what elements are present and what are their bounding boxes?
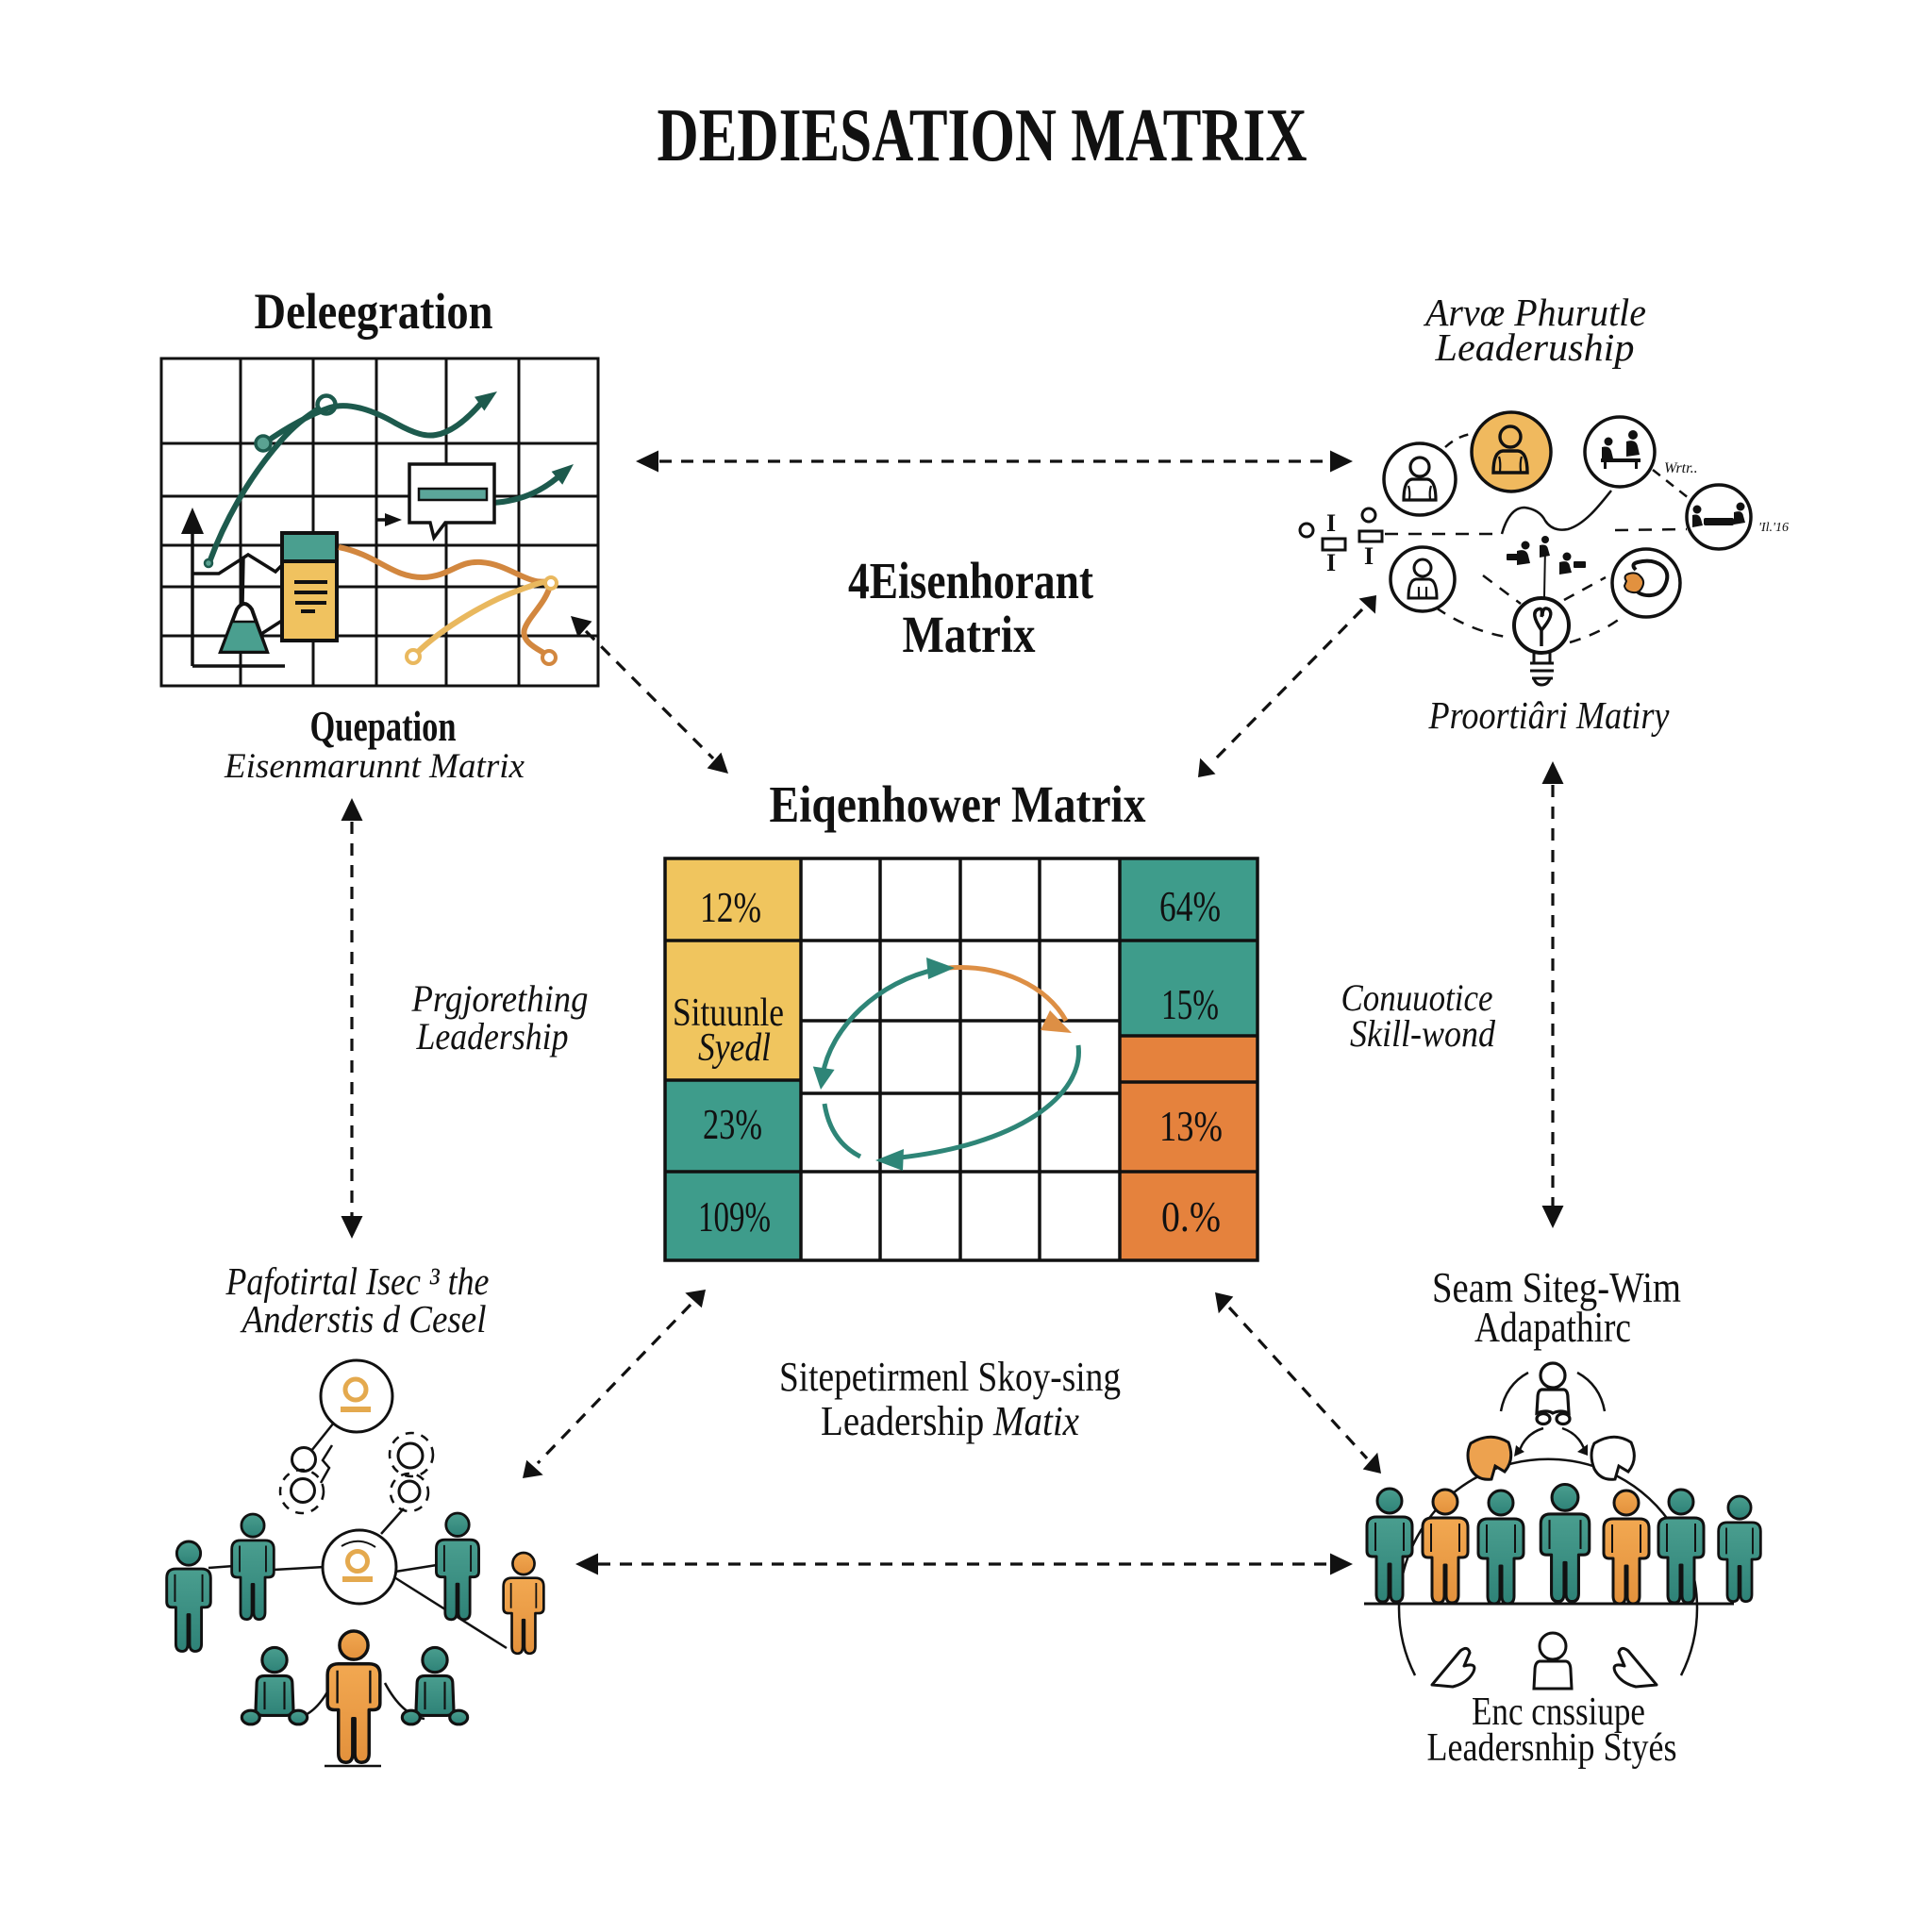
svg-text:Situunle: Situunle bbox=[673, 991, 784, 1035]
svg-text:DEDIESATION MATRIX: DEDIESATION MATRIX bbox=[658, 94, 1307, 177]
svg-text:Sitepetirmenl Skoy-sing: Sitepetirmenl Skoy-sing bbox=[779, 1354, 1121, 1400]
svg-text:Seam Siteg-Wim: Seam Siteg-Wim bbox=[1432, 1263, 1681, 1311]
svg-text:Arvœ Phurutle: Arvœ Phurutle bbox=[1423, 291, 1646, 334]
svg-text:Conuuotice: Conuuotice bbox=[1341, 976, 1493, 1019]
svg-text:Leadersnhip Styés: Leadersnhip Styés bbox=[1427, 1726, 1677, 1770]
svg-text:I: I bbox=[1326, 509, 1336, 537]
svg-text:Leadership Matix: Leadership Matix bbox=[821, 1398, 1079, 1444]
svg-text:Pafotirtal Isec ³ the: Pafotirtal Isec ³ the bbox=[225, 1259, 490, 1303]
svg-text:Eiqenhower Matrix: Eiqenhower Matrix bbox=[770, 775, 1146, 833]
svg-text:Matrix: Matrix bbox=[903, 606, 1036, 663]
svg-text:13%: 13% bbox=[1159, 1102, 1223, 1150]
svg-text:Adapathirc: Adapathirc bbox=[1474, 1303, 1631, 1351]
svg-text:0.%: 0.% bbox=[1161, 1192, 1221, 1241]
svg-text:4Eisenhorant: 4Eisenhorant bbox=[848, 552, 1094, 609]
svg-text:15%: 15% bbox=[1161, 980, 1219, 1028]
svg-text:I: I bbox=[1364, 542, 1374, 570]
svg-text:23%: 23% bbox=[703, 1100, 762, 1148]
svg-text:Wrtr..: Wrtr.. bbox=[1664, 460, 1698, 476]
svg-text:Anderstis d Cesel: Anderstis d Cesel bbox=[240, 1297, 487, 1341]
svg-text:12%: 12% bbox=[700, 883, 761, 931]
svg-text:Eisenmarunnt Matrix: Eisenmarunnt Matrix bbox=[224, 747, 525, 786]
svg-text:Prgjorething: Prgjorething bbox=[411, 977, 589, 1020]
svg-text:Enc cnssiupe: Enc cnssiupe bbox=[1472, 1690, 1645, 1734]
svg-text:64%: 64% bbox=[1159, 882, 1221, 930]
svg-text:Leadership: Leadership bbox=[416, 1015, 569, 1058]
svg-text:Proortiâri Matiry: Proortiâri Matiry bbox=[1428, 693, 1671, 737]
svg-text:'Il.'16: 'Il.'16 bbox=[1758, 521, 1789, 535]
svg-text:Deleegration: Deleegration bbox=[255, 283, 493, 340]
svg-text:Syedl: Syedl bbox=[698, 1026, 771, 1070]
svg-text:Leaderиship: Leaderиship bbox=[1434, 325, 1634, 369]
svg-text:Skill-wond: Skill-wond bbox=[1350, 1012, 1496, 1055]
svg-text:109%: 109% bbox=[698, 1192, 771, 1241]
svg-text:Quepation: Quepation bbox=[310, 702, 457, 750]
svg-text:I: I bbox=[1326, 549, 1336, 576]
